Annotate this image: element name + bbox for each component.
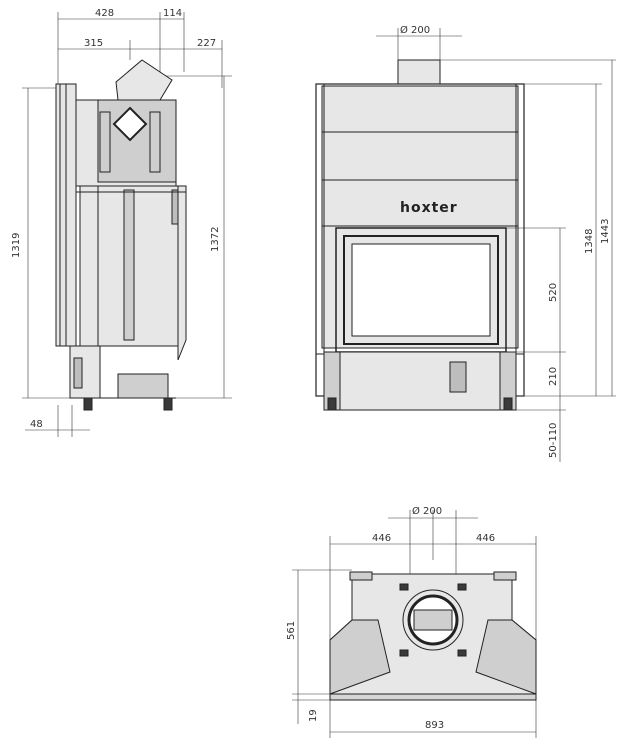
dim-height-right: 1372 xyxy=(210,227,221,252)
dim-flue-offset: 114 xyxy=(163,8,182,19)
dim-total-height: 1443 xyxy=(600,219,611,244)
dim-depth: 561 xyxy=(286,621,297,640)
top-view: Ø 200 446 446 561 19 893 xyxy=(286,505,537,738)
dim-half-width-left: 446 xyxy=(372,533,391,544)
front-view: Ø 200 hoxter 1443 1348 52 xyxy=(315,24,616,462)
dim-foot-offset: 48 xyxy=(30,419,43,430)
dim-height-left: 1319 xyxy=(11,233,22,258)
brand-logo: hoxter xyxy=(400,200,458,216)
dim-flue-height: 1348 xyxy=(584,229,595,254)
dim-glass-height: 520 xyxy=(548,283,559,302)
dim-depth-to-flue: 315 xyxy=(84,38,103,49)
dim-width: 893 xyxy=(425,720,444,731)
dim-flue-to-back: 227 xyxy=(197,38,216,49)
dim-overall-depth: 428 xyxy=(95,8,114,19)
dim-top-flue-diameter: Ø 200 xyxy=(412,505,442,517)
side-view: 428 114 315 227 1319 1372 48 xyxy=(11,8,232,437)
dim-feet-range: 50-110 xyxy=(548,423,559,458)
dim-frame-depth: 19 xyxy=(308,709,319,722)
dim-front-flue-diameter: Ø 200 xyxy=(400,24,430,36)
dim-base-height: 210 xyxy=(548,367,559,386)
dim-half-width-right: 446 xyxy=(476,533,495,544)
